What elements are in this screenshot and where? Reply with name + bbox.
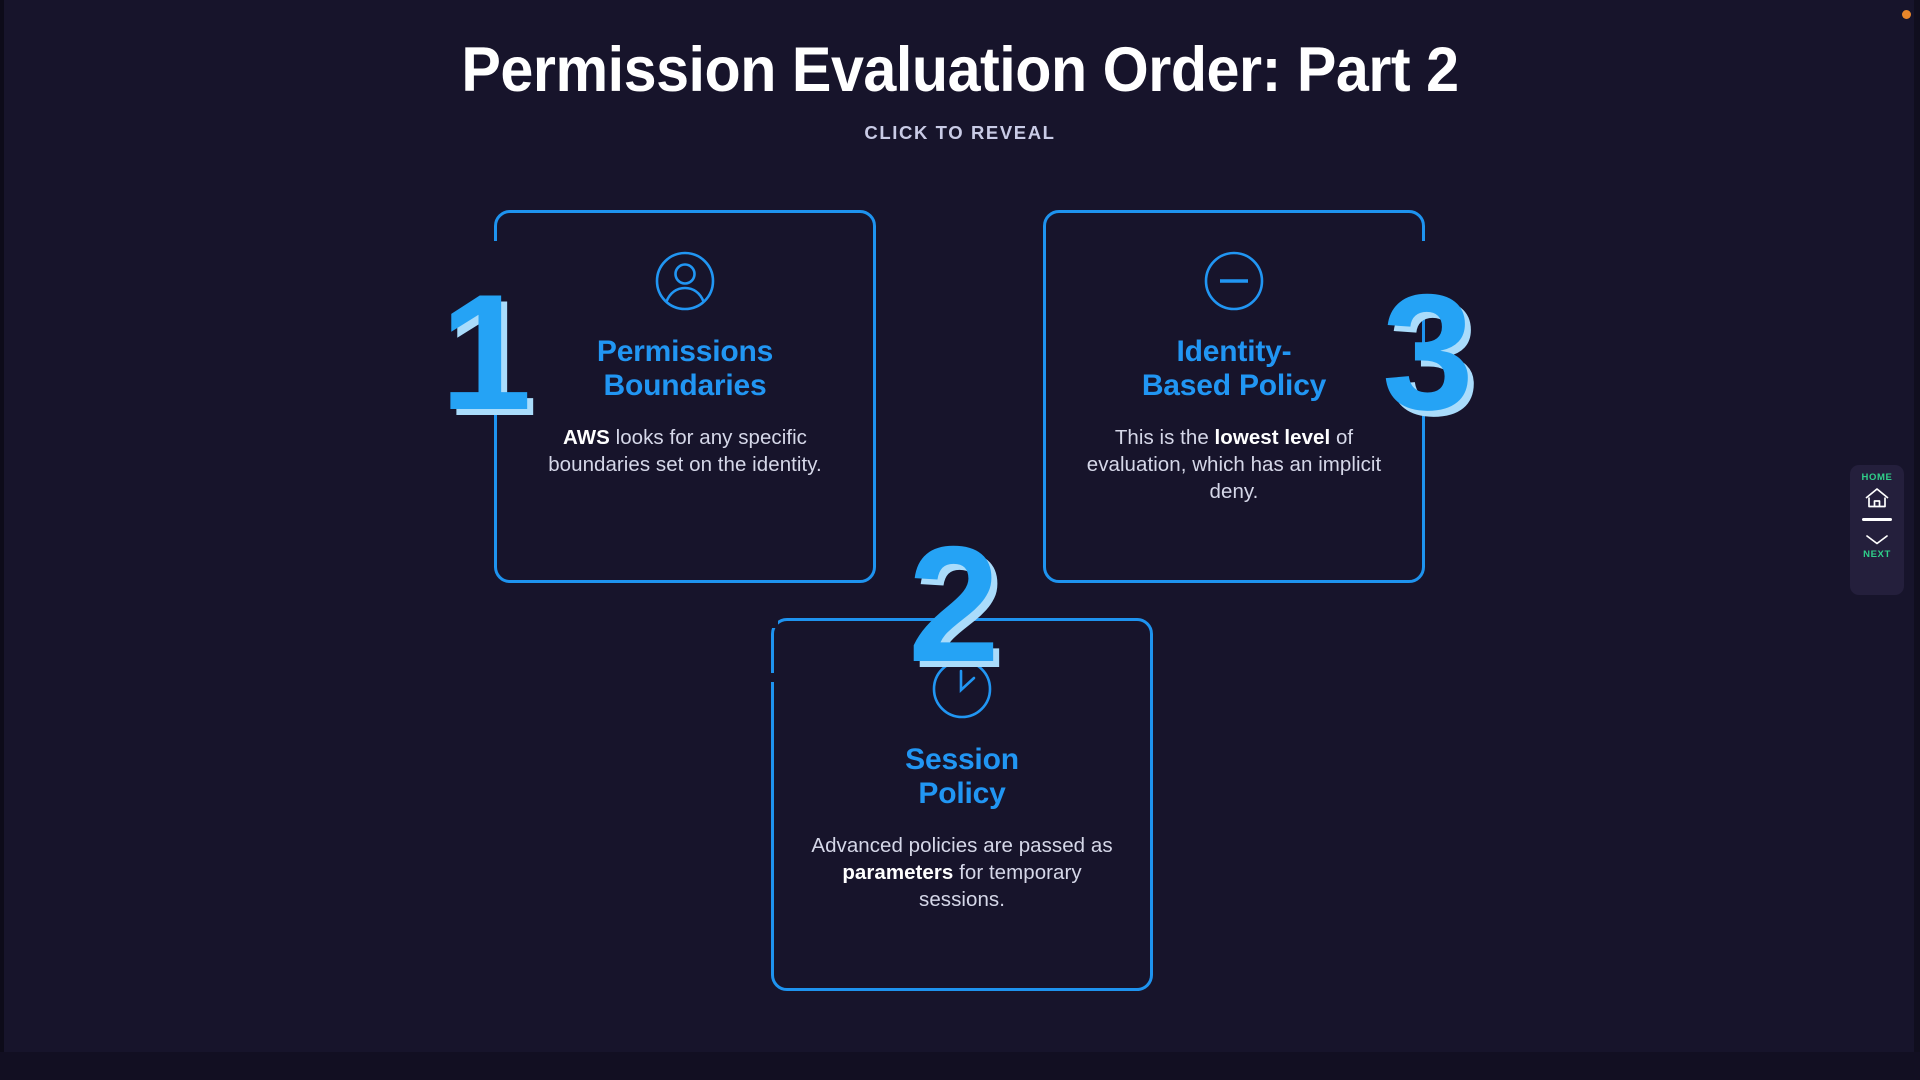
nav-home-label: HOME bbox=[1861, 472, 1893, 483]
card-title-line1: Permissions bbox=[596, 335, 774, 368]
clock-icon bbox=[930, 657, 994, 721]
minus-circle-icon bbox=[1202, 249, 1266, 313]
home-icon[interactable] bbox=[1864, 487, 1890, 509]
card-content: Permissions Boundaries AWS looks for any… bbox=[497, 213, 873, 580]
card-body-emphasis: AWS bbox=[563, 426, 610, 450]
card-title: Identity- Based Policy bbox=[1141, 335, 1327, 402]
card-body-text: looks for any specific boundaries set on… bbox=[548, 426, 822, 477]
card-title-line2: Based Policy bbox=[1141, 368, 1327, 402]
header: Permission Evaluation Order: Part 2 CLIC… bbox=[0, 0, 1920, 144]
card-title-line1: Session bbox=[905, 743, 1019, 776]
card-number-3: 3 bbox=[1382, 260, 1474, 444]
card-body-text-pre: Advanced policies are passed as bbox=[811, 834, 1113, 858]
card-content: Identity- Based Policy This is the lowes… bbox=[1046, 213, 1422, 580]
card-content: Session Policy Advanced policies are pas… bbox=[774, 621, 1150, 988]
card-number-2: 2 bbox=[908, 512, 1000, 696]
slide-nav-widget[interactable]: HOME NEXT bbox=[1850, 465, 1904, 595]
card-identity-based-policy[interactable]: Identity- Based Policy This is the lowes… bbox=[1043, 210, 1427, 583]
card-title-line1: Identity- bbox=[1176, 335, 1292, 368]
nav-next-label: NEXT bbox=[1863, 549, 1891, 560]
scrollbar-track[interactable] bbox=[1914, 0, 1920, 1080]
card-title: Permissions Boundaries bbox=[597, 335, 773, 402]
card-title: Session Policy bbox=[905, 743, 1019, 810]
card-body-text-post: of evaluation, which has an implicit den… bbox=[1086, 426, 1382, 504]
card-title-line2: Policy bbox=[918, 776, 1006, 810]
page-title: Permission Evaluation Order: Part 2 bbox=[461, 35, 1459, 105]
left-edge bbox=[0, 0, 4, 1080]
cards-container: Permissions Boundaries AWS looks for any… bbox=[0, 205, 1920, 1035]
card-permissions-boundaries[interactable]: Permissions Boundaries AWS looks for any… bbox=[492, 210, 876, 583]
card-body-emphasis: lowest level bbox=[1214, 426, 1331, 450]
card-title-line2: Boundaries bbox=[603, 368, 767, 402]
card-number-1: 1 bbox=[440, 260, 532, 444]
nav-divider bbox=[1862, 518, 1892, 521]
card-body-text-post: for temporary sessions. bbox=[919, 861, 1082, 912]
scroll-indicator-dot[interactable] bbox=[1902, 10, 1911, 19]
card-body: Advanced policies are passed as paramete… bbox=[804, 832, 1120, 913]
chevron-down-icon[interactable] bbox=[1864, 533, 1890, 546]
card-body-emphasis: parameters bbox=[842, 861, 954, 885]
card-body: AWS looks for any specific boundaries se… bbox=[527, 424, 843, 478]
card-body: This is the lowest level of evaluation, … bbox=[1076, 424, 1392, 505]
bottom-bar bbox=[0, 1052, 1920, 1080]
reveal-hint: CLICK TO REVEAL bbox=[864, 122, 1056, 144]
card-session-policy[interactable]: Session Policy Advanced policies are pas… bbox=[769, 616, 1153, 991]
card-body-text-pre: This is the bbox=[1114, 426, 1215, 450]
user-icon bbox=[653, 249, 717, 313]
